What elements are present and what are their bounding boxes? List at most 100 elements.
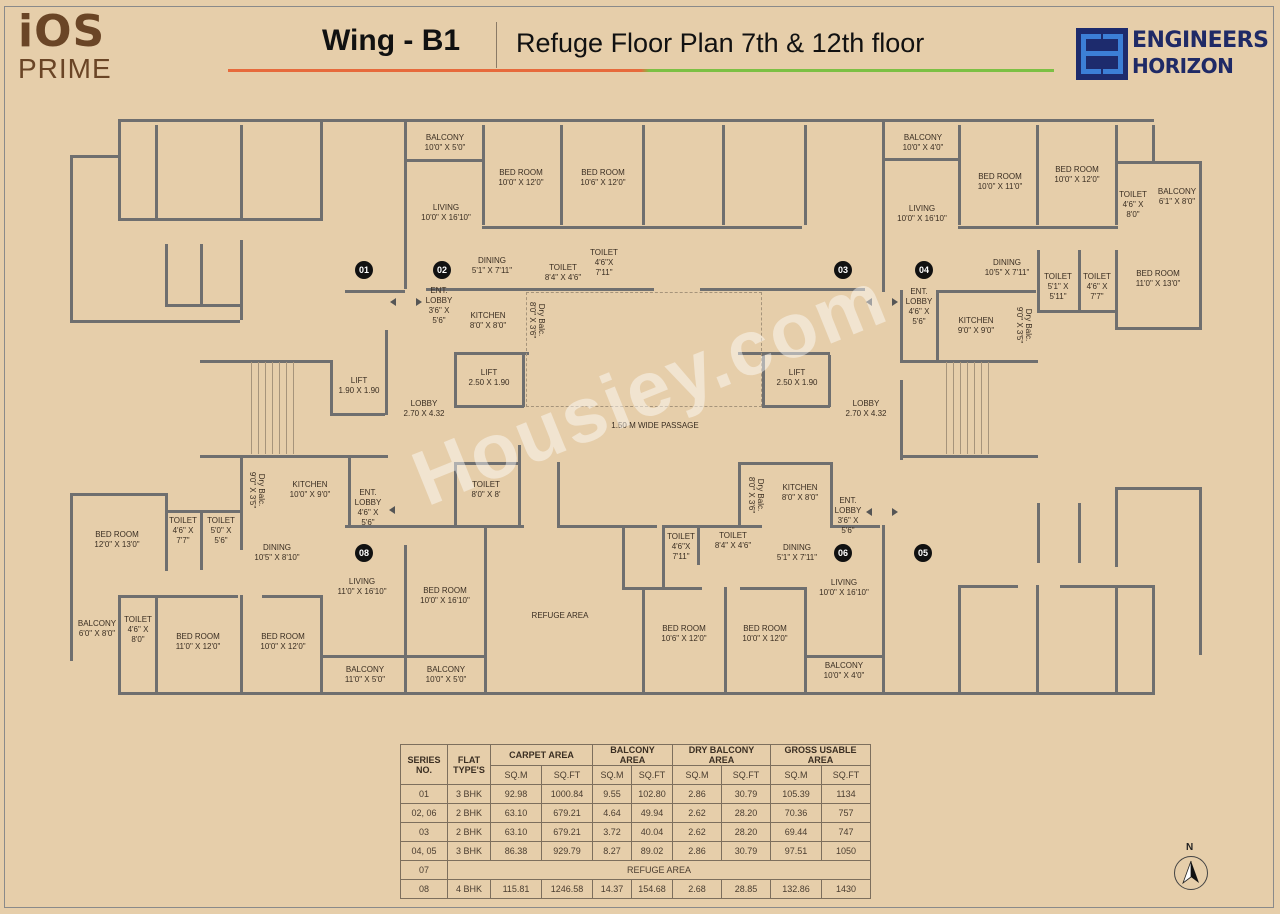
wall: [70, 155, 120, 158]
room-u06-toilet2: Toilet8'4" X 4'6": [714, 531, 752, 550]
unit-badge-04[interactable]: 04: [915, 261, 933, 279]
wall: [1199, 487, 1202, 655]
room-u08-bed2: Bed Room10'0" X 16'10": [420, 586, 470, 605]
wall: [1115, 487, 1202, 490]
unit-badge-02[interactable]: 02: [433, 261, 451, 279]
unit-badge-05[interactable]: 05: [914, 544, 932, 562]
wall: [830, 462, 833, 527]
wall: [330, 413, 385, 416]
wall: [900, 380, 903, 460]
room-u08-bed1: Bed Room12'0" X 13'0": [94, 530, 140, 549]
wall: [165, 244, 168, 304]
wall: [828, 355, 831, 407]
wall: [1115, 585, 1118, 695]
wall: [738, 462, 832, 465]
th-sqft: SQ.FT: [821, 765, 871, 785]
wall: [70, 320, 240, 323]
room-u06-kitchen: Kitchen8'0" X 8'0": [781, 483, 819, 502]
wing-title: Wing - B1: [322, 24, 461, 57]
th-sqft: SQ.FT: [631, 765, 673, 785]
room-u06-balcony: Balcony10'0" X 4'0": [823, 661, 865, 680]
room-u06-entlobby: Ent. Lobby3'6" X 5'6": [834, 496, 862, 535]
wall: [1152, 585, 1155, 695]
th-gross: GROSS USABLE AREA: [770, 744, 871, 766]
wall: [1036, 585, 1039, 695]
room-u02-toilet2: Toilet4'6"X 7'11": [590, 248, 618, 277]
plan-subtitle: Refuge Floor Plan 7th & 12th floor: [516, 28, 925, 58]
wall: [165, 304, 243, 307]
wall: [385, 330, 388, 415]
page-frame: [4, 6, 1274, 908]
room-u08-bed4: Bed Room10'0" X 12'0": [260, 632, 306, 651]
wall: [1152, 125, 1155, 163]
room-u08-entlobby: Ent. Lobby4'6" X 5'6": [354, 488, 382, 527]
wall: [804, 587, 807, 692]
wall: [900, 455, 1038, 458]
wall: [958, 226, 1118, 229]
wall: [200, 244, 203, 304]
wall: [560, 125, 563, 225]
room-u04-entlobby: Ent. Lobby4'6" X 5'6": [905, 287, 933, 326]
partner-line1: ENGINEERS: [1132, 28, 1269, 53]
unit-badge-01[interactable]: 01: [355, 261, 373, 279]
wall: [240, 595, 243, 695]
wall: [330, 360, 333, 415]
wall: [118, 119, 1154, 122]
room-u02-entlobby: Ent. Lobby3'6" X 5'6": [425, 286, 453, 325]
th-series: SERIES NO.: [400, 744, 448, 785]
wall: [762, 355, 765, 407]
th-sqm: SQ.M: [490, 765, 542, 785]
room-u08-dining: Dining10'5" X 8'10": [254, 543, 300, 562]
duct-void: [526, 292, 762, 407]
wall: [622, 525, 625, 590]
wall: [1115, 250, 1118, 330]
room-u06-drybalc: Dry Balc.8'0" X 3'6": [747, 476, 765, 514]
entry-arrow-icon: [389, 506, 395, 514]
room-lobby-right: Lobby2.70 X 4.32: [845, 399, 887, 418]
page-title: Wing - B1 Refuge Floor Plan 7th & 12th f…: [228, 22, 1054, 72]
room-u02-kitchen: Kitchen8'0" X 8'0": [469, 311, 507, 330]
partner-line2: HORIZON: [1132, 54, 1234, 78]
room-u08-toilet3: Toilet4'6" X 8'0": [124, 615, 152, 644]
th-carpet: CARPET AREA: [490, 744, 593, 766]
wall: [70, 493, 73, 661]
room-u08-kitchen: Kitchen10'0" X 9'0": [289, 480, 331, 499]
room-u06-toilet1: Toilet4'6"X 7'11": [667, 532, 695, 561]
room-u02-living: Living10'0" X 16'10": [421, 203, 471, 222]
wall: [722, 125, 725, 225]
wall: [642, 587, 645, 692]
entry-arrow-icon: [866, 508, 872, 516]
unit-badge-08[interactable]: 08: [355, 544, 373, 562]
eh-logo-icon: [1076, 28, 1128, 80]
th-sqm: SQ.M: [770, 765, 822, 785]
room-u02-toilet1: Toilet8'4" X 4'6": [544, 263, 582, 282]
wall: [70, 493, 166, 496]
wall: [200, 455, 388, 458]
unit-badge-06[interactable]: 06: [834, 544, 852, 562]
wall: [1060, 585, 1155, 588]
room-u08-balcony2: Balcony11'0" X 5'0": [344, 665, 386, 684]
entry-arrow-icon: [892, 298, 898, 306]
wall: [70, 155, 73, 323]
wall: [1115, 327, 1202, 330]
wall: [1078, 503, 1081, 563]
wall: [165, 493, 168, 571]
unit-badge-03[interactable]: 03: [834, 261, 852, 279]
room-u02-bed1: Bed Room10'0" X 12'0": [498, 168, 544, 187]
room-u02-drybalc: Dry Balc.8'0" X 3'6": [528, 301, 546, 339]
wall: [662, 525, 762, 528]
wall: [118, 119, 121, 219]
wall: [454, 462, 457, 527]
wall: [738, 352, 830, 355]
table-row: 07 REFUGE AREA: [400, 860, 871, 880]
wall: [426, 288, 654, 291]
entry-arrow-icon: [892, 508, 898, 516]
room-u04-living: Living10'0" X 16'10": [897, 204, 947, 223]
wall: [320, 119, 323, 219]
wall: [958, 585, 1018, 588]
wall: [155, 125, 158, 220]
room-passage: 1.50 M Wide Passage: [611, 421, 699, 430]
